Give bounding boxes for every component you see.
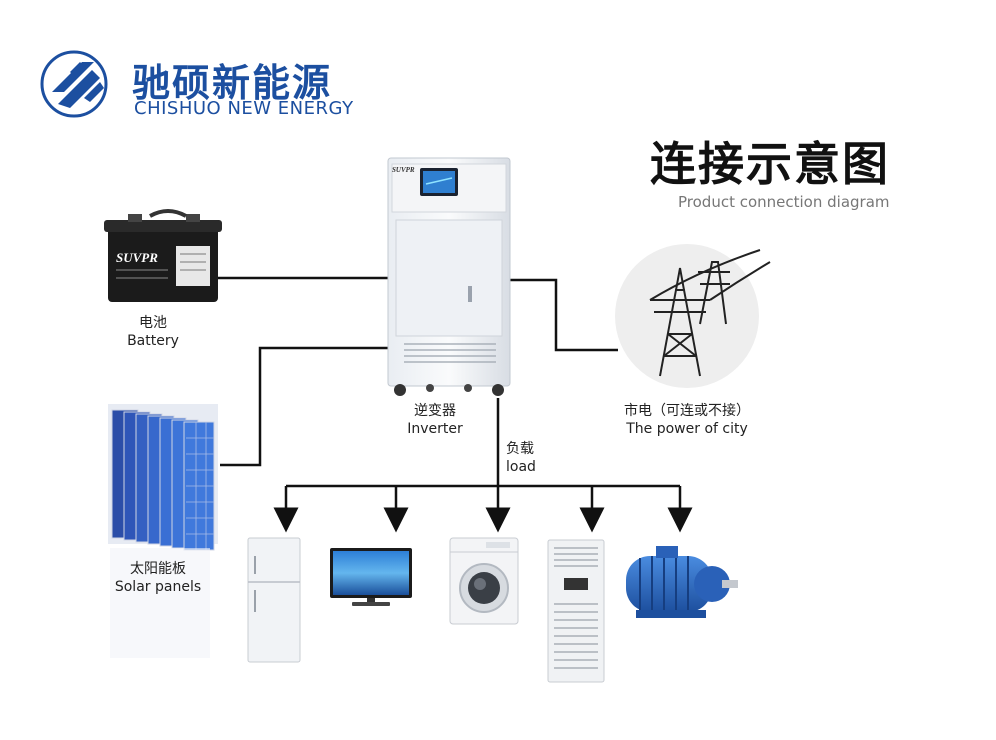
television-icon <box>330 548 412 606</box>
battery-label-cn: 电池 <box>139 315 167 331</box>
inverter-icon <box>387 157 511 396</box>
load-label-cn: 负载 <box>506 441 534 457</box>
inverter-to-grid-line <box>510 278 618 352</box>
solar-label-en: Solar panels <box>114 579 202 595</box>
battery-brand: SUVPR <box>116 250 158 265</box>
battery-label: 电池 Battery <box>118 314 188 350</box>
load-label-en: load <box>506 459 536 475</box>
diagram-title-cn: 连接示意图 <box>650 137 890 191</box>
inverter-label: 逆变器 Inverter <box>400 402 470 438</box>
solar-to-inverter-line <box>220 346 388 467</box>
load-arrows <box>273 486 693 533</box>
solar-panels-icon <box>108 404 218 658</box>
logo-name-cn: 驰硕新能源 <box>132 61 333 105</box>
inverter-brand: SUVPR <box>392 166 415 174</box>
electric-motor-icon <box>626 546 738 618</box>
battery-label-en: Battery <box>127 333 179 349</box>
grid-label: 市电（可连或不接） The power of city <box>612 402 762 438</box>
inverter-label-en: Inverter <box>407 421 463 437</box>
refrigerator-icon <box>247 537 301 663</box>
logo-mark-icon <box>40 50 108 118</box>
grid-label-cn: 市电（可连或不接） <box>624 403 750 419</box>
connection-lines <box>218 276 680 488</box>
power-tower-icon <box>615 244 771 388</box>
solar-label: 太阳能板 Solar panels <box>108 560 208 596</box>
battery-icon <box>104 209 222 302</box>
diagram-title-en: Product connection diagram <box>678 193 890 211</box>
load-label: 负载 load <box>506 440 546 476</box>
logo-name-en: CHISHUO NEW ENERGY <box>134 98 354 119</box>
air-conditioner-icon <box>547 539 605 683</box>
solar-label-cn: 太阳能板 <box>130 561 186 577</box>
grid-label-en: The power of city <box>626 421 748 437</box>
washing-machine-icon <box>449 537 519 625</box>
inverter-label-cn: 逆变器 <box>414 403 456 419</box>
